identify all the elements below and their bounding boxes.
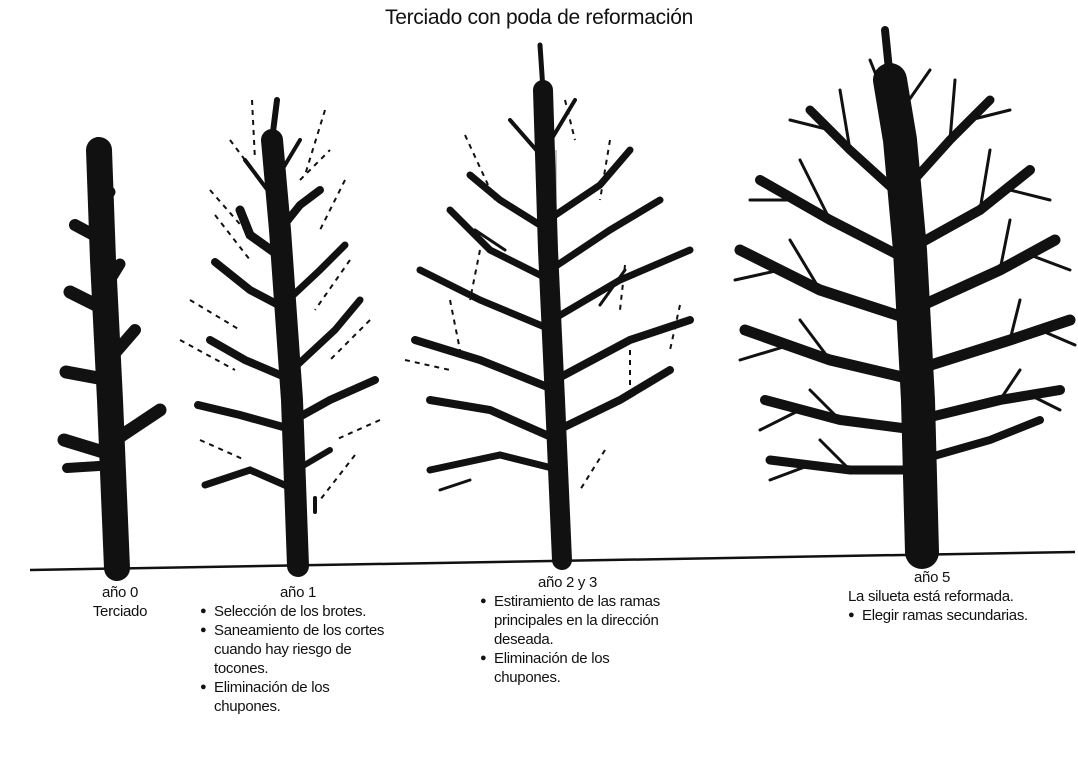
- stage-year-label: año 0: [101, 584, 139, 601]
- tree-year-5-twigs: [733, 58, 1077, 482]
- bullet-item: ●Saneamiento de los cortes cuando hay ri…: [200, 622, 385, 677]
- bullet-item: ●Eliminación de los chupones.: [480, 650, 610, 686]
- bullet-item: ●Elegir ramas secundarias.: [848, 607, 1028, 624]
- stage-year-label: año 1: [280, 584, 317, 601]
- tree-year-2-3-shoots-dashed: [404, 99, 681, 491]
- bullet-item: ●Selección de los brotes.: [200, 603, 367, 620]
- tree-year-0: [57, 137, 167, 581]
- stage-text: La silueta está reformada.: [848, 588, 1014, 605]
- stage-caption-0: año 0 Terciado: [80, 583, 160, 621]
- stage-caption-1: año 1 ●Selección de los brotes. ●Saneami…: [200, 583, 385, 716]
- tree-year-1: [194, 97, 379, 577]
- stage-bullet-list: ●Selección de los brotes. ●Saneamiento d…: [200, 602, 385, 716]
- tree-year-2-3: [411, 42, 694, 570]
- stage-bullet-list: ●Estiramiento de las ramas principales e…: [480, 592, 660, 687]
- stage-caption-3: año 5 La silueta está reformada. ●Elegir…: [848, 568, 1028, 625]
- bullet-item: ●Estiramiento de las ramas principales e…: [480, 593, 660, 648]
- stage-bullet-list: ●Elegir ramas secundarias.: [848, 606, 1028, 625]
- tree-year-1-shoots-dashed: [179, 99, 381, 501]
- diagram-title: Terciado con poda de reformación: [385, 6, 693, 29]
- stage-caption-2: año 2 y 3 ●Estiramiento de las ramas pri…: [480, 573, 660, 687]
- stage-year-label: año 5: [914, 569, 951, 586]
- stage-text: Terciado: [92, 603, 148, 620]
- stage-year-label: año 2 y 3: [538, 574, 598, 591]
- bullet-item: ●Eliminación de los chupones.: [200, 679, 330, 715]
